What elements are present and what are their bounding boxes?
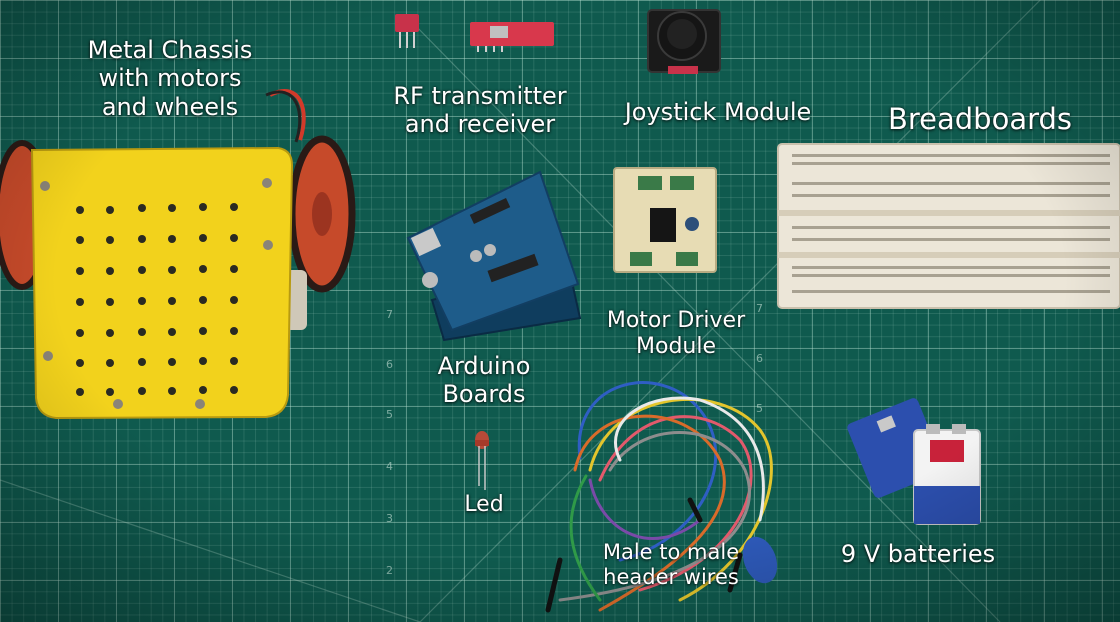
- label-arduino-boards: Arduino Boards: [437, 352, 531, 409]
- label-9v-batteries: 9 V batteries: [840, 540, 996, 568]
- label-motor-driver-module: Motor Driver Module: [606, 308, 746, 359]
- label-header-wires: Male to male header wires: [602, 540, 740, 589]
- label-joystick-module: Joystick Module: [624, 98, 812, 126]
- label-metal-chassis: Metal Chassis with motors and wheels: [87, 36, 253, 121]
- label-breadboards: Breadboards: [887, 102, 1073, 136]
- label-led: Led: [464, 492, 504, 517]
- label-rf-modules: RF transmitter and receiver: [393, 82, 567, 139]
